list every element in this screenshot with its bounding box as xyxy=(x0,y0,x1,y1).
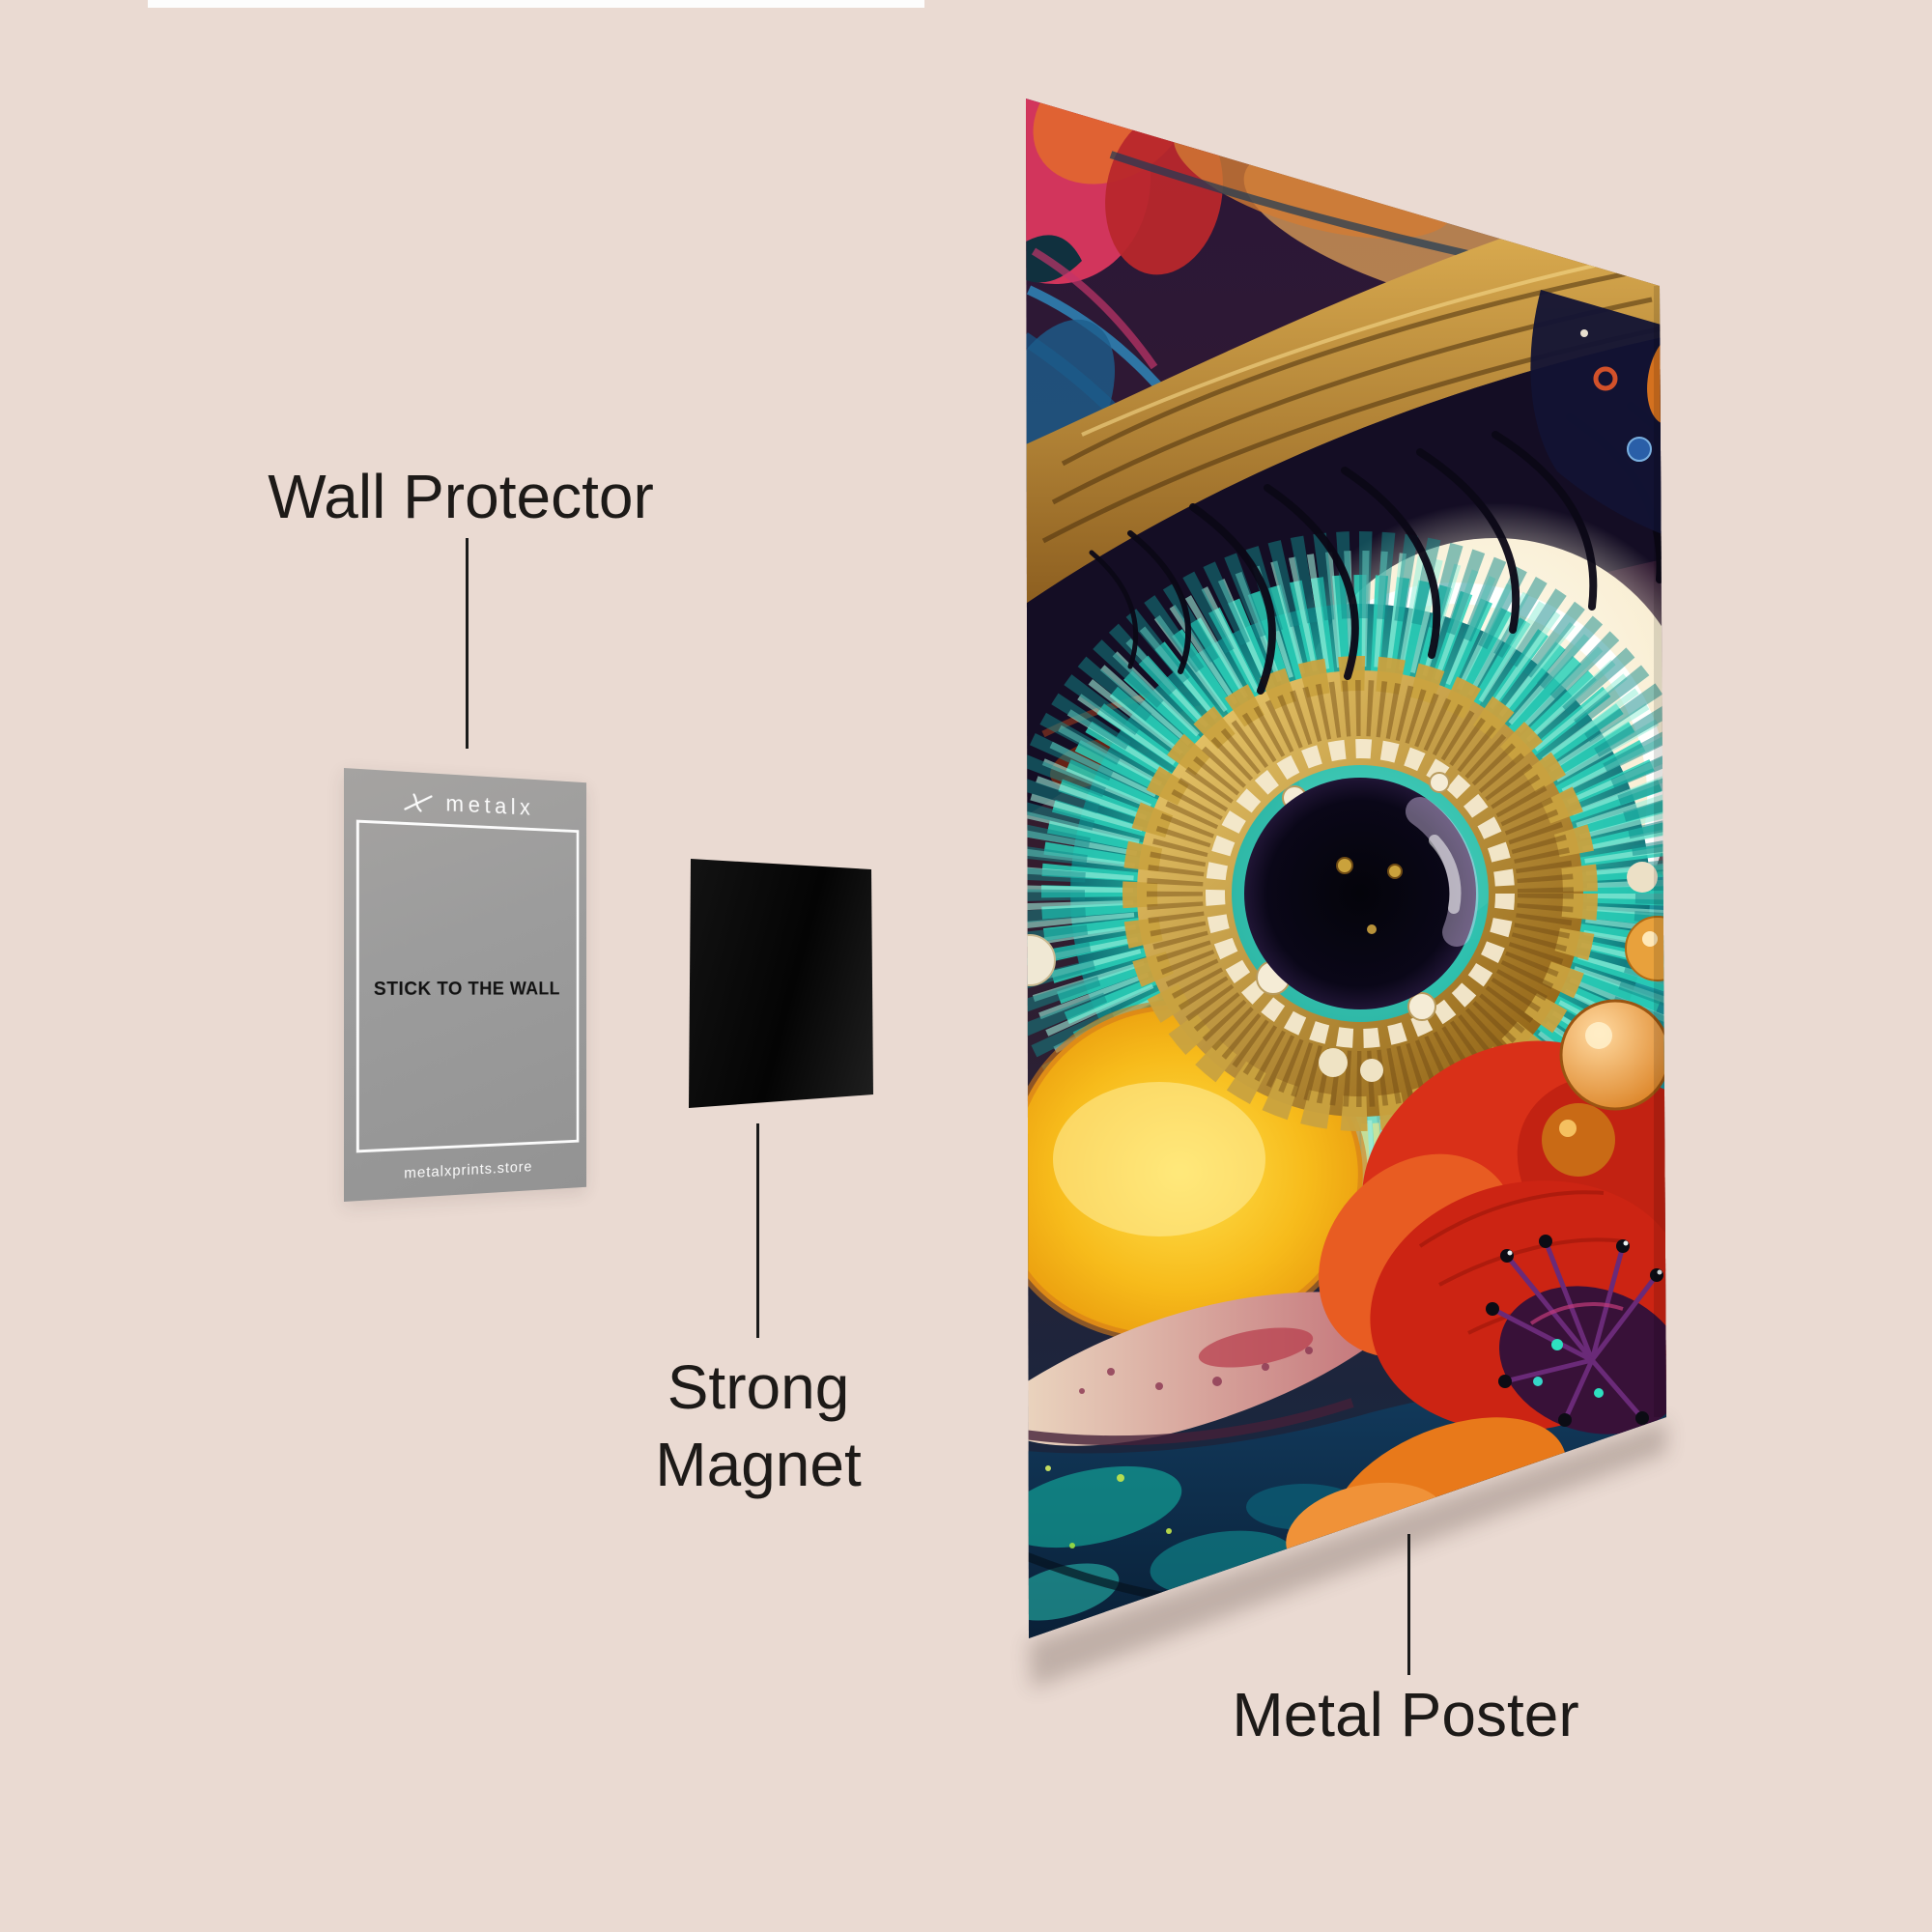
metal-poster-label: Metal Poster xyxy=(1116,1679,1695,1750)
poster-connector-line xyxy=(1407,1534,1410,1675)
poster-artwork xyxy=(921,20,1808,1700)
eye-pupil xyxy=(1244,778,1476,1009)
poster-right-edge-shade xyxy=(1654,286,1666,1417)
